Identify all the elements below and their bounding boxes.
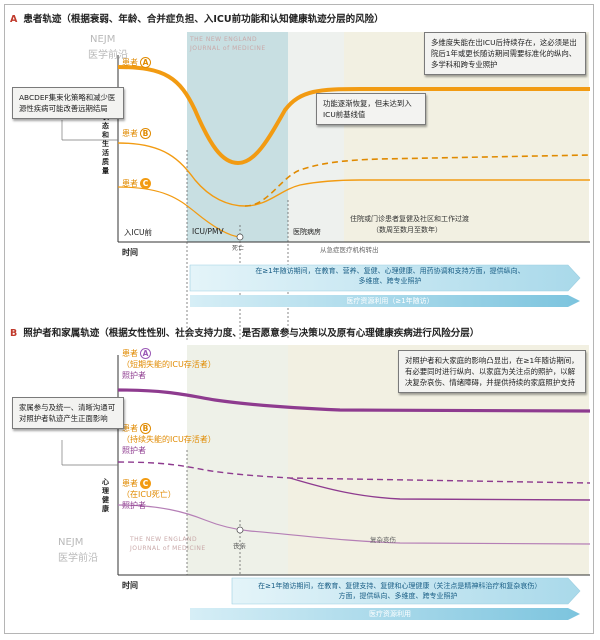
panel-a-title: A 患者轨迹（根据衰弱、年龄、合并症负担、入ICU前功能和认知健康轨迹分层的风险） (10, 11, 384, 25)
banner-a-bottom-text: 医疗资源利用（≥1年随访） (346, 297, 434, 305)
y-axis-label-b: 心理健康 (102, 478, 109, 513)
watermark-cn-a: 医学前沿 (88, 50, 128, 61)
banner-arrow-a-bottom (190, 295, 580, 307)
bereavement-label: 丧亲 (233, 542, 246, 550)
icu-band-a (187, 32, 288, 242)
phase-pre-icu: 入ICU前 (124, 228, 152, 237)
curve-caregiver-b-dashed (117, 461, 591, 484)
curve-patient-b-dashed (244, 154, 591, 207)
panel-b-title: B 照护者和家属轨迹（根据女性性别、社会支持力度、是否愿意参与决策以及原有心理健康… (10, 325, 479, 339)
watermark-cn-b: 医学前沿 (58, 553, 98, 564)
callout-b-left: 家属参与及统一、清晰沟通可对照护者轨迹产生正面影响 (12, 397, 124, 429)
callout-b-right: 对照护者和大家庭的影响凸显出，在≥1年随访期间，有必要同时进行纵向、以家庭为关注… (398, 350, 586, 393)
banner-arrow-b-top (231, 577, 581, 605)
watermark-nejm-b: NEJM (58, 537, 84, 548)
banner-a-top-text: 在≥1年随访期间，在教育、营养、复健、心理健康、用药协调和支持方面，提供纵向、多… (255, 267, 525, 285)
curve-caregiver-a (117, 388, 591, 413)
panel-b-title-text: 照护者和家属轨迹（根据女性性别、社会支持力度、是否愿意参与决策以及原有心理健康疾… (23, 328, 480, 339)
discharge-label: 从急症医疗机构转出 (320, 246, 379, 254)
callout-a-mid: 功能逐渐恢复，但未达到入ICU前基线值 (316, 93, 426, 125)
phase-hospital: 医院病房 (293, 228, 321, 236)
panel-a-title-text: 患者轨迹（根据衰弱、年龄、合并症负担、入ICU前功能和认知健康轨迹分层的风险） (23, 14, 384, 25)
panel-b-letter: B (10, 328, 18, 339)
phase-post: 住院或门诊患者复健及社区和工作过渡 (350, 215, 469, 223)
death-marker-a (236, 233, 244, 241)
watermark-journal-b1: THE NEW ENGLAND (130, 536, 198, 543)
banner-b-bottom-text: 医疗资源利用 (369, 610, 411, 618)
figure-frame (4, 4, 594, 634)
watermark-journal-b2: JOURNAL of MEDICINE (130, 545, 206, 552)
x-axis-label-b: 时间 (122, 581, 138, 590)
curve-patient-c (117, 186, 241, 238)
x-axis-label-a: 时间 (122, 248, 138, 257)
watermark-nejm-a: NEJM (90, 34, 116, 45)
panel-a-letter: A (10, 14, 18, 25)
hospital-band-a (288, 32, 344, 242)
banner-b-top-text: 在≥1年随访期间，在教育、复健支持、复健和心理健康（关注点是精神科治疗和复杂哀伤… (258, 582, 538, 600)
watermark-journal-a1: THE NEW ENGLAND (190, 36, 258, 43)
grief-label: 复杂哀伤 (370, 536, 396, 544)
curve-caregiver-b-solid (289, 477, 591, 501)
phase-icu: ICU/PMV (192, 227, 224, 236)
icu-band-b (187, 345, 288, 575)
banner-arrow-a-top (189, 264, 581, 292)
watermark-journal-a2: JOURNAL of MEDICINE (190, 45, 266, 52)
death-marker-b (236, 526, 244, 534)
curve-patient-a (117, 65, 590, 166)
callout-a-left: ABCDEF集束化策略和减少医源性疾病可能改善远期结局 (12, 87, 124, 119)
banner-arrow-b-bottom (190, 608, 580, 620)
curve-patient-b-solid (117, 142, 590, 207)
callout-a-right: 多维度失能在出ICU后持续存在，这必须是出院后1年或更长随访期间需要标准化的纵向… (424, 32, 586, 75)
death-label-a: 死亡 (232, 245, 245, 252)
phase-post-sub: （数周至数月至数年） (372, 226, 442, 234)
